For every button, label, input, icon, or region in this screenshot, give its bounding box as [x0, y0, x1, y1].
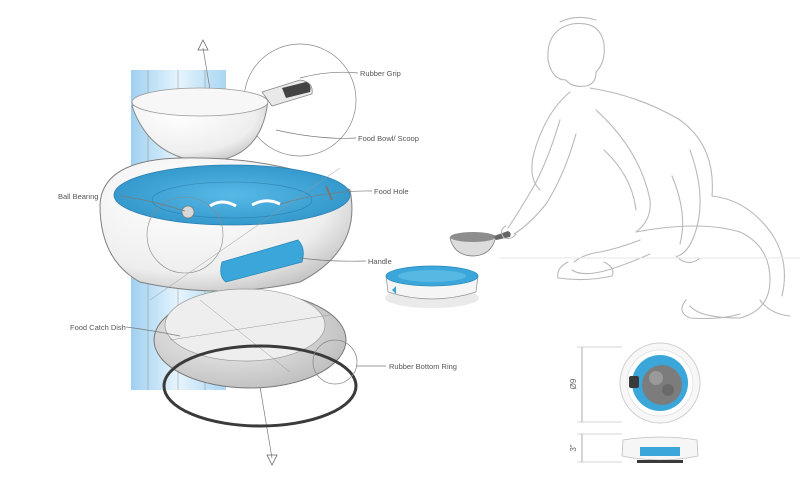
exploded-view: Rubber Grip Food Bowl/ Scoop Ball Bearin…: [58, 39, 457, 466]
handle-recess: [220, 239, 304, 283]
food-catch-dish: [153, 288, 347, 389]
axis-arrow-bottom: [266, 454, 278, 466]
person-sketch: [500, 16, 800, 320]
label-ball-bearing: Ball Bearing: [58, 192, 98, 201]
dimension-diameter: Ø9: [569, 378, 578, 389]
top-view: [619, 342, 701, 424]
blue-top: [113, 164, 351, 226]
label-rubber-grip: Rubber Grip: [360, 69, 401, 78]
assembled-feeder: [385, 265, 479, 308]
axis-arrow-top: [197, 39, 209, 51]
label-handle: Handle: [368, 257, 392, 266]
side-view: [621, 436, 699, 463]
food-hole-1: [209, 200, 237, 208]
food-bowl-scoop: [131, 79, 313, 163]
rubber-bottom-ring: [162, 344, 358, 428]
orthographic-views: Ø9 3": [569, 342, 701, 463]
label-food-hole: Food Hole: [374, 187, 409, 196]
label-food-bowl-scoop: Food Bowl/ Scoop: [358, 134, 419, 143]
label-rubber-bottom-ring: Rubber Bottom Ring: [389, 362, 457, 371]
label-food-catch-dish: Food Catch Dish: [70, 323, 126, 332]
ball-bearing: [181, 205, 195, 219]
feeder-main-body: [99, 157, 353, 301]
ring-detail-circle: [312, 339, 358, 385]
rubber-grip: [282, 82, 311, 98]
scoop-with-food: [449, 231, 511, 257]
dimension-height: 3": [569, 444, 578, 451]
food-hole-2: [251, 199, 281, 207]
side-slot: [325, 185, 333, 201]
